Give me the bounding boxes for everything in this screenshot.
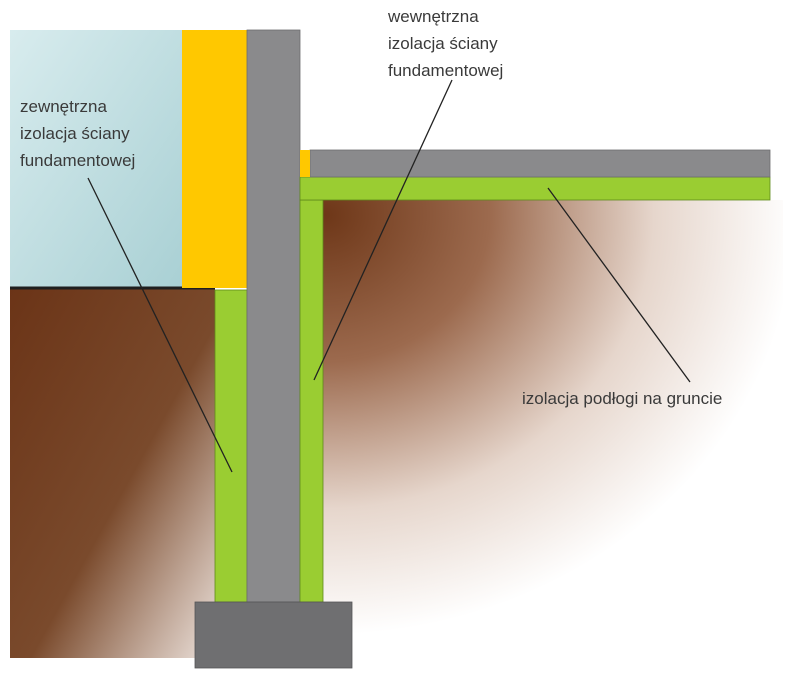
label-line: izolacja podłogi na gruncie: [522, 389, 722, 408]
label-line: izolacja ściany: [20, 124, 130, 143]
floor-insulation: [299, 176, 771, 201]
label-line: fundamentowej: [20, 151, 135, 170]
outside-air: [10, 30, 182, 288]
label-line: fundamentowej: [388, 61, 503, 80]
label-floor-insulation: izolacja podłogi na gruncie: [522, 389, 722, 408]
label-line: wewnętrzna: [387, 7, 479, 26]
foundation-wall: [246, 29, 301, 603]
inside-soil: [323, 200, 783, 660]
label-line: izolacja ściany: [388, 34, 498, 53]
external-wall-insulation: [214, 289, 248, 603]
leader-line-internal: [313, 79, 453, 381]
edge-insulation-strip: [300, 150, 310, 177]
outside-soil: [10, 288, 215, 658]
external-insulation-above-ground: [182, 30, 247, 288]
floor-slab: [309, 149, 771, 178]
internal-wall-insulation: [299, 199, 324, 603]
label-internal-insulation: wewnętrzna izolacja ściany fundamentowej: [387, 7, 503, 80]
leader-line-external: [87, 177, 233, 473]
leader-line-floor: [547, 187, 691, 383]
footing: [194, 601, 353, 669]
label-line: zewnętrzna: [20, 97, 107, 116]
label-external-insulation: zewnętrzna izolacja ściany fundamentowej: [20, 97, 135, 170]
